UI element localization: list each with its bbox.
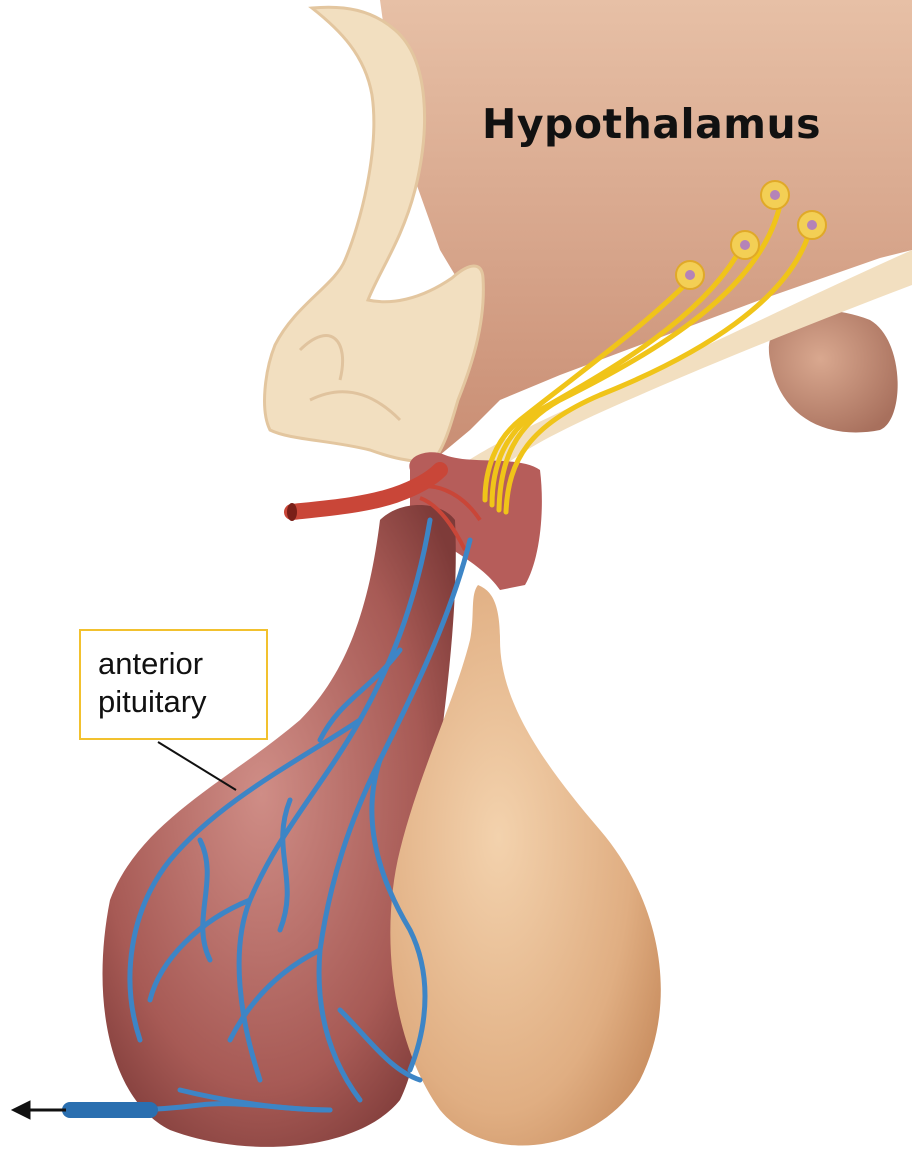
diagram-title: Hypothalamus [482, 100, 821, 148]
anterior-lobe [103, 505, 456, 1147]
label-anterior-pituitary: anterior pituitary [79, 629, 268, 740]
label-line: anterior [98, 645, 266, 683]
exit-arrow [12, 1101, 66, 1119]
label-line: pituitary [98, 683, 266, 721]
label-leader-line [158, 742, 236, 790]
